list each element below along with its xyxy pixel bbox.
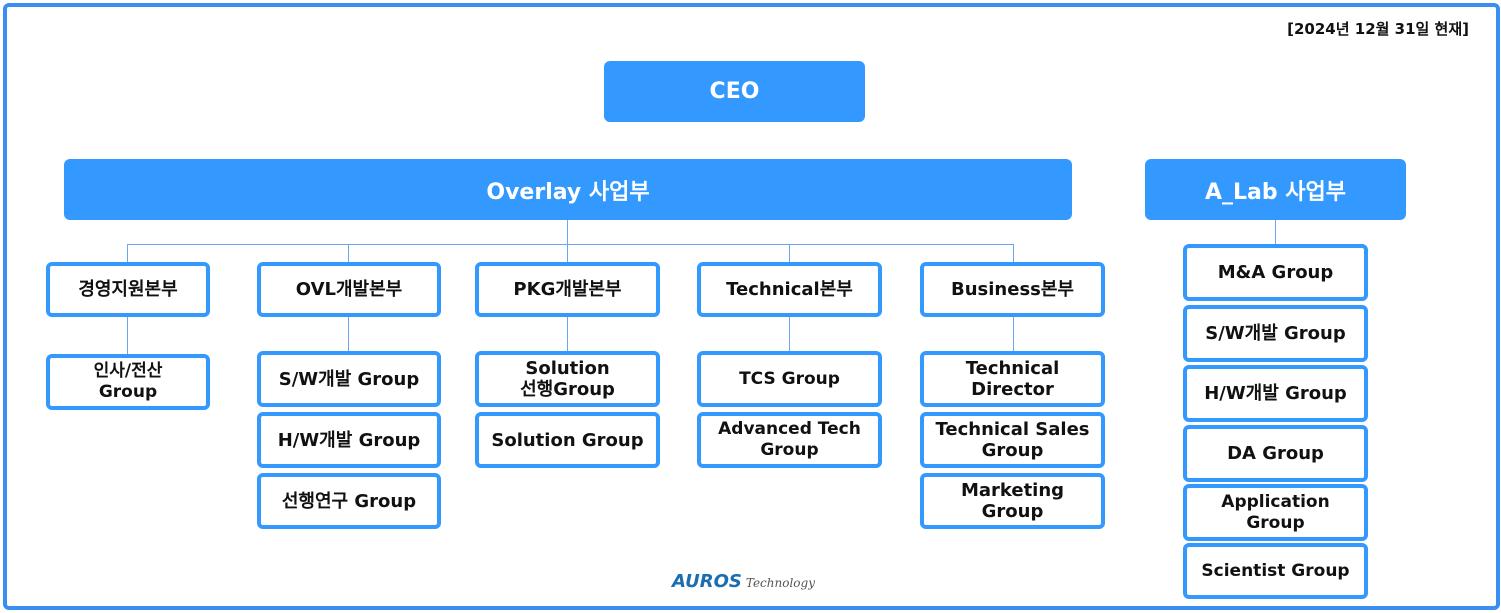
pkg-sub-line	[567, 316, 568, 352]
unit-ovl: OVL개발본부	[257, 262, 441, 317]
technical-drop-line	[789, 244, 790, 264]
group-box: 인사/전산 Group	[46, 354, 210, 410]
unit-technical: Technical본부	[697, 262, 882, 317]
ceo-label: CEO	[709, 79, 760, 104]
group-box: DA Group	[1183, 425, 1368, 482]
business-drop-line	[1013, 244, 1014, 264]
group-box: Advanced Tech Group	[697, 412, 882, 468]
unit-business: Business본부	[920, 262, 1105, 317]
company-logo: AUROS Technology	[672, 568, 815, 592]
group-box: Scientist Group	[1183, 543, 1368, 599]
overlay-division-label: Overlay 사업부	[486, 179, 650, 205]
group-box: Application Group	[1183, 484, 1368, 541]
group-box: Solution Group	[475, 412, 660, 468]
group-box: H/W개발 Group	[257, 412, 441, 468]
unit-management: 경영지원본부	[46, 262, 210, 317]
business-sub-line	[1013, 316, 1014, 352]
overlay-horizontal-line	[127, 244, 1014, 245]
group-box: Marketing Group	[920, 473, 1105, 529]
technical-sub-line	[789, 316, 790, 352]
overlay-drop-line	[567, 220, 568, 244]
group-box: H/W개발 Group	[1183, 365, 1368, 422]
alab-division-label: A_Lab 사업부	[1204, 179, 1347, 205]
overlay-division-header: Overlay 사업부	[64, 159, 1072, 220]
pkg-drop-line	[567, 244, 568, 264]
ovl-sub-line	[348, 316, 349, 352]
management-drop-line	[127, 244, 128, 264]
group-box: S/W개발 Group	[257, 351, 441, 407]
ceo-box: CEO	[604, 61, 865, 122]
logo-mark: AUROS	[672, 571, 742, 592]
group-box: M&A Group	[1183, 244, 1368, 301]
group-box: TCS Group	[697, 351, 882, 407]
chart-frame	[3, 3, 1500, 610]
group-box: Solution 선행Group	[475, 351, 660, 407]
logo-sub: Technology	[745, 576, 815, 590]
group-box: Technical Sales Group	[920, 412, 1105, 468]
ovl-drop-line	[348, 244, 349, 264]
management-sub-line	[127, 316, 128, 356]
group-box: Technical Director	[920, 351, 1105, 407]
group-box: S/W개발 Group	[1183, 305, 1368, 362]
unit-pkg: PKG개발본부	[475, 262, 660, 317]
group-box: 선행연구 Group	[257, 473, 441, 529]
date-label: [2024년 12월 31일 현재]	[1287, 20, 1469, 38]
alab-division-header: A_Lab 사업부	[1145, 159, 1406, 220]
alab-drop-line	[1275, 220, 1276, 246]
